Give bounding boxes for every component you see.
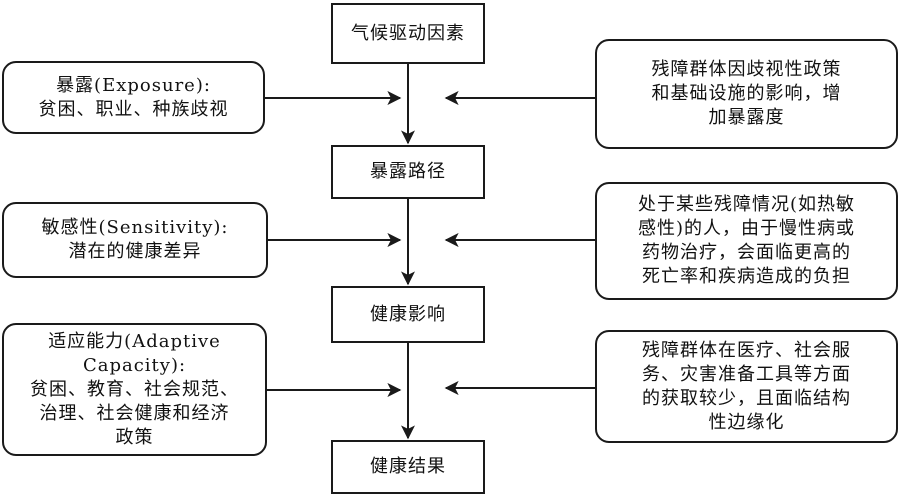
conditions-line-3: 药物治疗，会面临更高的 [642, 242, 851, 263]
conditions-line-4: 死亡率和疾病造成的负担 [642, 266, 851, 287]
discrimination-line-1: 残障群体因歧视性政策 [651, 59, 842, 80]
access-line-4: 性边缘化 [708, 411, 785, 433]
adaptive-line-3: 贫困、教育、社会规范、 [30, 378, 239, 400]
exposure-line-1: 暴露(Exposure): [56, 74, 211, 96]
node-sensitivity: 敏感性(Sensitivity): 潜在的健康差异 [2, 202, 268, 278]
node-access-marginalization: 残障群体在医疗、社会服 务、灾害准备工具等方面 的获取较少，且面临结构 性边缘化 [595, 330, 898, 443]
node-discrimination-effects: 残障群体因歧视性政策 和基础设施的影响，增 加暴露度 [595, 39, 898, 149]
access-line-1: 残障群体在医疗、社会服 [642, 339, 851, 361]
label-health-outcomes: 健康结果 [370, 456, 446, 477]
adaptive-line-4: 治理、社会健康和经济 [39, 402, 230, 424]
exposure-line-2: 贫困、职业、种族歧视 [38, 98, 229, 120]
access-line-3: 的获取较少，且面临结构 [642, 387, 851, 409]
sensitivity-line-1: 敏感性(Sensitivity): [41, 217, 229, 238]
adaptive-line-1: 适应能力(Adaptive [48, 330, 221, 352]
label-health-impacts: 健康影响 [370, 303, 446, 325]
node-health-impacts: 健康影响 [331, 286, 485, 343]
label-climate-drivers: 气候驱动因素 [351, 22, 465, 44]
sensitivity-line-2: 潜在的健康差异 [68, 241, 202, 262]
adaptive-line-2: Capacity): [82, 354, 187, 376]
node-exposure: 暴露(Exposure): 贫困、职业、种族歧视 [2, 61, 265, 134]
node-exposure-pathways: 暴露路径 [331, 145, 485, 199]
node-adaptive-capacity: 适应能力(Adaptive Capacity): 贫困、教育、社会规范、 治理、… [2, 323, 267, 456]
conditions-line-1: 处于某些残障情况(如热敏 [637, 194, 856, 215]
discrimination-line-2: 和基础设施的影响，增 [651, 83, 842, 104]
adaptive-line-5: 政策 [115, 426, 154, 448]
discrimination-line-3: 加暴露度 [708, 107, 785, 128]
label-exposure-pathways: 暴露路径 [370, 161, 446, 182]
access-line-2: 务、灾害准备工具等方面 [642, 363, 851, 385]
conditions-line-2: 感性)的人，由于慢性病或 [637, 218, 856, 239]
node-climate-drivers: 气候驱动因素 [331, 3, 485, 64]
node-health-outcomes: 健康结果 [331, 440, 485, 494]
node-disability-conditions: 处于某些残障情况(如热敏 感性)的人，由于慢性病或 药物治疗，会面临更高的 死亡… [595, 182, 898, 300]
